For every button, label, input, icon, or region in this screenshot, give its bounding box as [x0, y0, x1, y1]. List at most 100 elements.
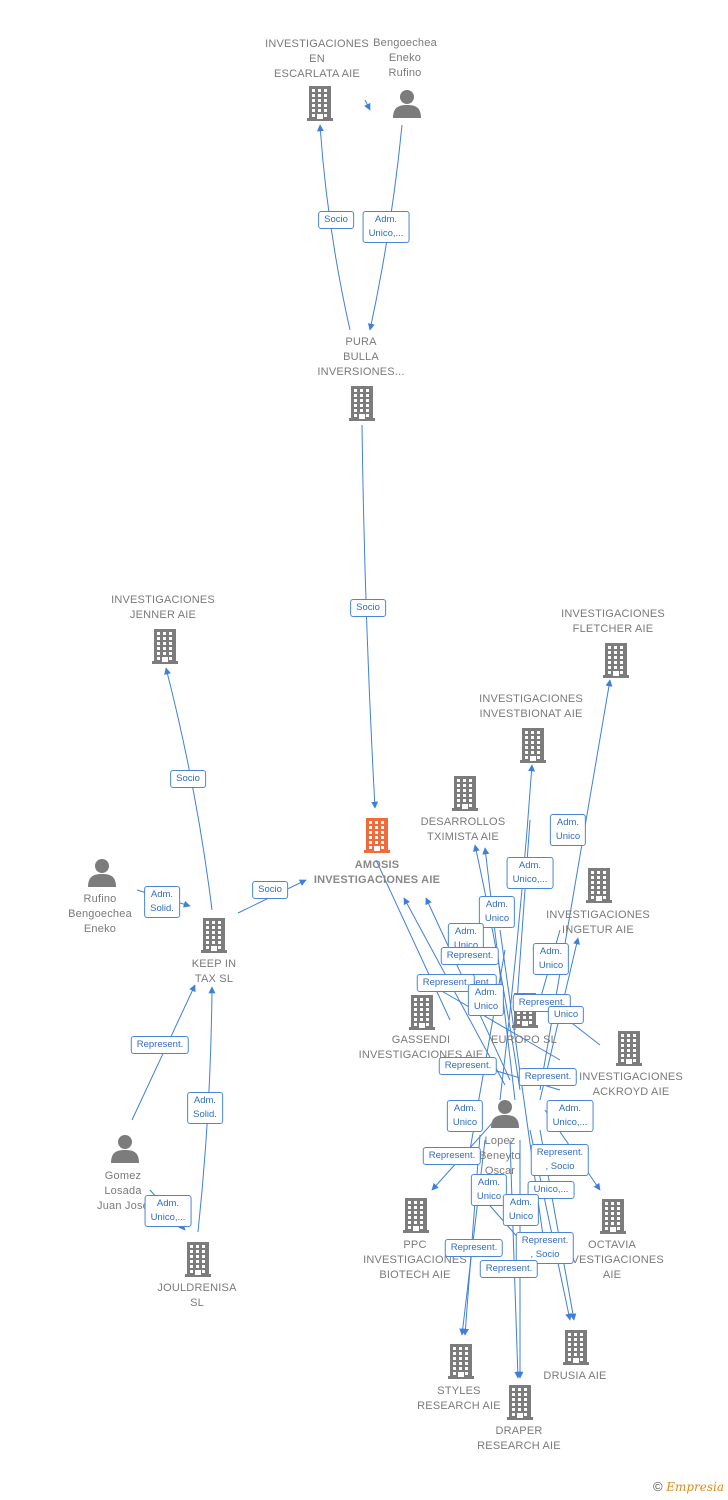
- edge-label[interactable]: Socio: [350, 599, 386, 617]
- building-icon[interactable]: [520, 727, 546, 768]
- node-label-line: Losada: [104, 1185, 142, 1197]
- node-label-line: Beneyto: [479, 1150, 521, 1162]
- node-label-investbionat[interactable]: INVESTIGACIONES INVESTBIONAT AIE: [461, 692, 601, 722]
- edge-label[interactable]: Adm. Unico: [446, 1100, 484, 1132]
- edge-label[interactable]: Adm. Unico: [549, 814, 587, 846]
- edge-label[interactable]: Represent. , Socio: [515, 1232, 575, 1264]
- person-icon[interactable]: [110, 1133, 140, 1168]
- node-label-line: BIOTECH AIE: [379, 1269, 451, 1281]
- building-icon[interactable]: [603, 642, 629, 683]
- edge-label[interactable]: Socio: [170, 770, 206, 788]
- edge-label[interactable]: Represent.: [440, 947, 500, 965]
- node-label-line: INVESTIGACIONES AIE: [313, 874, 441, 886]
- node-label-drusia[interactable]: DRUSIA AIE: [505, 1369, 645, 1384]
- building-icon[interactable]: [152, 628, 178, 669]
- edge-label[interactable]: Adm. Unico: [502, 1194, 540, 1226]
- edge-label[interactable]: Socio: [252, 881, 288, 899]
- edge-label[interactable]: Adm. Unico: [532, 943, 570, 975]
- node-label-line: Bengoechea: [373, 37, 437, 49]
- node-label-line: PPC: [403, 1239, 427, 1251]
- node-label-txi[interactable]: DESARROLLOS TXIMISTA AIE: [393, 815, 533, 845]
- building-icon[interactable]: [452, 775, 478, 816]
- edge-label[interactable]: Represent.: [444, 1239, 504, 1257]
- building-icon[interactable]: [201, 917, 227, 958]
- edge-label[interactable]: Represent. , Socio: [530, 1144, 590, 1176]
- building-icon[interactable]: [349, 385, 375, 426]
- edge-label[interactable]: Represent.: [130, 1036, 190, 1054]
- node-label-line: DESARROLLOS: [420, 816, 506, 828]
- edge-label[interactable]: Adm. Unico: [478, 896, 516, 928]
- person-icon[interactable]: [490, 1098, 520, 1133]
- edge-21: [509, 1139, 522, 1379]
- building-icon[interactable]: [185, 1241, 211, 1282]
- node-label-line: INVESTIGACIONES: [479, 693, 583, 705]
- node-label-line: DRAPER: [495, 1425, 543, 1437]
- node-label-line: EUROPO SL: [491, 1034, 557, 1046]
- node-label-line: STYLES: [437, 1385, 481, 1397]
- edge-label[interactable]: Represent.: [479, 1260, 539, 1278]
- edge-label[interactable]: Represent.: [438, 1057, 498, 1075]
- brand-logo[interactable]: Empresia: [666, 1480, 724, 1494]
- copyright-symbol: ©: [652, 1479, 663, 1494]
- building-icon[interactable]: [448, 1343, 474, 1384]
- edge-label[interactable]: Unico,...: [527, 1181, 575, 1199]
- node-label-line: PURA: [345, 336, 377, 348]
- edge-label[interactable]: Represent.: [518, 1068, 578, 1086]
- edge-label[interactable]: Adm. Unico,...: [362, 211, 410, 243]
- building-icon[interactable]: [616, 1030, 642, 1071]
- node-label-line: INVESTBIONAT AIE: [479, 708, 583, 720]
- node-label-line: ACKROYD AIE: [592, 1086, 670, 1098]
- node-label-line: EN: [309, 53, 325, 65]
- building-icon[interactable]: [563, 1329, 589, 1370]
- edge-label[interactable]: Adm. Solid.: [144, 886, 180, 918]
- footer: © Empresia: [653, 1479, 724, 1494]
- node-label-line: Bengoechea: [68, 908, 132, 920]
- edge-label[interactable]: Adm. Unico: [470, 1174, 508, 1206]
- edge-20: [459, 1139, 486, 1336]
- person-icon[interactable]: [87, 857, 117, 892]
- edge-label[interactable]: Adm. Unico,...: [144, 1195, 192, 1227]
- building-icon[interactable]: [586, 867, 612, 908]
- focus-company-icon[interactable]: [364, 817, 390, 858]
- edge-label[interactable]: Adm. Unico,...: [506, 857, 554, 889]
- edge-label[interactable]: Unico: [547, 1006, 585, 1024]
- edge-label[interactable]: Adm. Unico,...: [546, 1100, 594, 1132]
- node-label-europo[interactable]: EUROPO SL: [454, 1033, 594, 1048]
- edge-16: [375, 859, 451, 1021]
- building-icon[interactable]: [409, 994, 435, 1035]
- node-label-line: TXIMISTA AIE: [427, 831, 499, 843]
- node-label-line: Gomez: [104, 1170, 142, 1182]
- person-icon[interactable]: [392, 88, 422, 123]
- building-icon[interactable]: [403, 1197, 429, 1238]
- node-label-line: ESCARLATA AIE: [274, 68, 360, 80]
- node-label-line: OCTAVIA: [587, 1239, 637, 1251]
- node-label-ackroyd[interactable]: INVESTIGACIONES ACKROYD AIE: [561, 1070, 701, 1100]
- building-icon[interactable]: [600, 1198, 626, 1239]
- edge-label[interactable]: Socio: [318, 211, 354, 229]
- edge-label[interactable]: Adm. Unico: [467, 984, 505, 1016]
- edge-label[interactable]: Represent.: [422, 1147, 482, 1165]
- node-label-line: KEEP IN: [191, 958, 237, 970]
- edge-label[interactable]: Adm. Solid.: [187, 1092, 223, 1124]
- building-icon[interactable]: [307, 85, 333, 126]
- edge-label[interactable]: Represent.: [416, 974, 476, 992]
- building-icon[interactable]: [507, 1384, 533, 1425]
- node-label-line: INVESTIGACIONES: [579, 1071, 683, 1083]
